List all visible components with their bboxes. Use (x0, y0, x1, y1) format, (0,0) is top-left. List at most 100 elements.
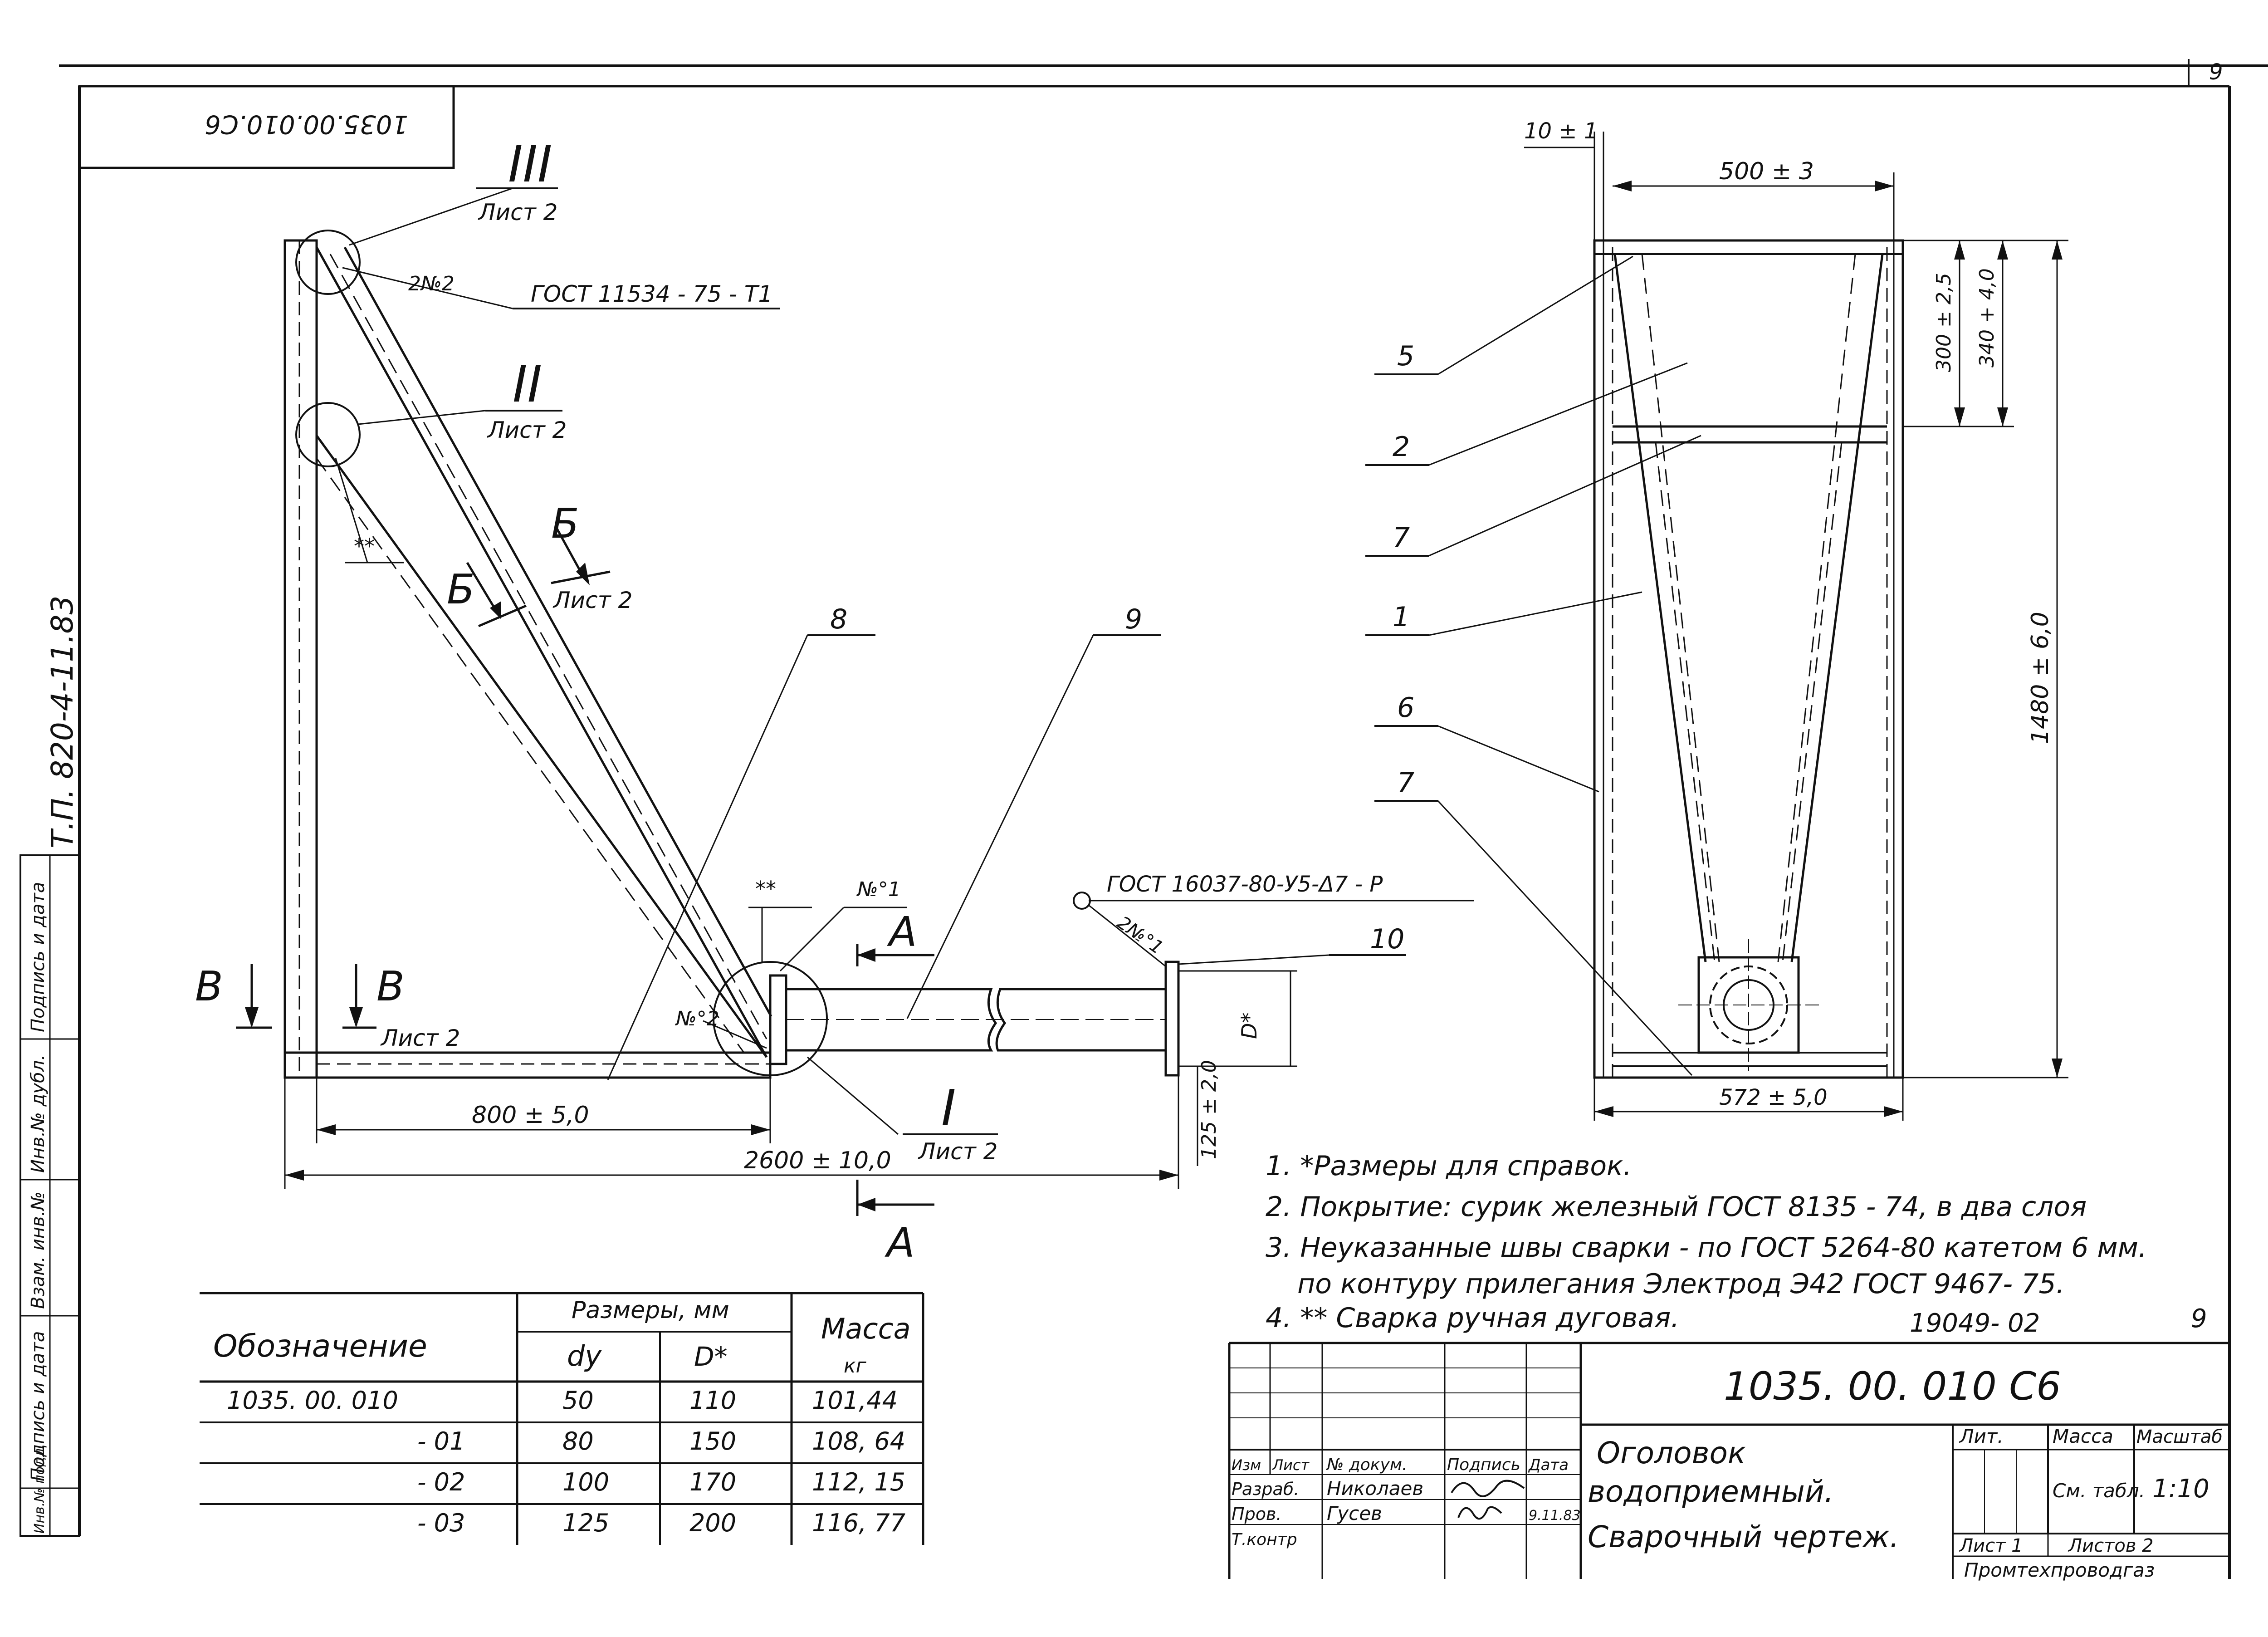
pos-7b: 7 (1397, 767, 1414, 799)
table-cell-mass: 112, 15 (812, 1468, 905, 1496)
table-col-d: D* (694, 1341, 728, 1372)
page-number: 9 (2209, 59, 2223, 85)
tb-sheet: Лист 1 (1959, 1535, 2023, 1556)
tb-mass-value: См. табл. (2053, 1480, 2145, 1502)
section-b-label: Б (551, 500, 579, 548)
note-ref-page: 9 (2191, 1304, 2207, 1333)
note-ref: 19049- 02 (1910, 1309, 2040, 1338)
section-v-sheet: Лист 2 (380, 1025, 460, 1051)
weld-2n2: 2№2 (408, 272, 455, 295)
table-cell-designation: - 02 (417, 1468, 465, 1496)
side-stamp-5: Инв.№ подл. (32, 1444, 48, 1534)
weld-n1: №°1 (856, 878, 901, 901)
section-a-bottom: А (885, 1219, 915, 1267)
section-b-sheet: Лист 2 (552, 587, 632, 613)
table-col-dy: dy (567, 1339, 602, 1372)
dim-125: 125 ± 2,0 (1198, 1060, 1221, 1159)
tb-role-tcontrol: Т.контр (1232, 1530, 1297, 1549)
front-view: D* (284, 230, 1297, 1079)
dim-300: 300 ± 2,5 (1932, 273, 1955, 372)
table-cell-d: 150 (689, 1427, 736, 1456)
table-cell-mass: 108, 64 (812, 1427, 905, 1456)
front-dimensions: 800 ± 5,0 2600 ± 10,0 125 ± 2,0 (284, 1060, 1221, 1189)
tb-mass: Масса (2053, 1425, 2113, 1447)
gost-top: ГОСТ 11534 - 75 - Т1 (531, 281, 772, 307)
table-cell-designation: 1035. 00. 010 (227, 1386, 398, 1415)
table-cell-dy: 125 (562, 1509, 609, 1537)
side-view (1593, 239, 1904, 1079)
table-cell-d: 170 (689, 1468, 736, 1496)
table-row: - 03 125 200 116, 77 (417, 1509, 905, 1537)
weld-n2: №°2 (675, 1007, 719, 1030)
tb-name-1: Оголовок (1597, 1436, 1746, 1470)
table-cell-dy: 50 (562, 1386, 594, 1415)
note-3: 3. Неуказанные швы сварки - по ГОСТ 5264… (1266, 1232, 2147, 1264)
pos-5: 5 (1397, 340, 1414, 372)
tb-person-dev: Николаев (1327, 1477, 1423, 1500)
callout-I: I (941, 1079, 956, 1137)
pos-9: 9 (1125, 603, 1142, 635)
tb-role-check: Пров. (1232, 1504, 1281, 1524)
note-2: 2. Покрытие: сурик железный ГОСТ 8135 - … (1266, 1191, 2087, 1223)
dim-500: 500 ± 3 (1719, 158, 1814, 185)
pos-6: 6 (1397, 692, 1414, 724)
side-stamp-2: Инв.№ дубл. (28, 1054, 49, 1173)
dim-1480: 1480 ± 6,0 (2027, 612, 2054, 744)
pos-8: 8 (830, 603, 847, 635)
table-col-designation: Обозначение (213, 1328, 427, 1364)
table-cell-mass: 101,44 (812, 1386, 898, 1415)
table-row: 1035. 00. 010 50 110 101,44 (227, 1386, 898, 1415)
section-v-left: В (195, 963, 223, 1010)
table-cell-d: 110 (689, 1386, 736, 1415)
notes: 1. *Размеры для справок. 2. Покрытие: су… (1266, 1150, 2207, 1338)
dim-340: 340 + 4,0 (1975, 268, 1999, 368)
dim-572: 572 ± 5,0 (1719, 1085, 1828, 1110)
table-row: - 01 80 150 108, 64 (417, 1427, 905, 1456)
tb-scale-value: 1:10 (2152, 1474, 2209, 1504)
tb-sheets: Листов 2 (2068, 1535, 2154, 1556)
signature-2 (1457, 1506, 1502, 1520)
section-a-top: А (887, 908, 917, 956)
tb-scale: Масштаб (2136, 1426, 2223, 1447)
note-4: 4. ** Сварка ручная дуговая. (1266, 1302, 1679, 1334)
table-cell-designation: - 01 (417, 1427, 465, 1456)
table-cell-dy: 100 (562, 1468, 609, 1496)
dim-10: 10 ± 1 (1524, 118, 1598, 144)
weld-2n1: 2№°1 (1113, 912, 1167, 959)
table-cell-d: 200 (689, 1509, 736, 1537)
side-dimensions: 10 ± 1 500 ± 3 300 ± 2,5 340 + 4,0 1480 … (1524, 118, 2068, 1121)
table-row: - 02 100 170 112, 15 (417, 1468, 905, 1496)
side-stamp-4: Подпись и дата (28, 1331, 49, 1481)
side-stamp: Подпись и дата Инв.№ дубл. Взам. инв.№ П… (20, 854, 80, 1537)
pos-7a: 7 (1393, 522, 1410, 554)
signature-1 (1451, 1480, 1525, 1497)
section-v-right: В (376, 963, 405, 1010)
table-col-sizes: Размеры, мм (572, 1297, 729, 1324)
pos-1: 1 (1393, 601, 1410, 633)
dim-800: 800 ± 5,0 (472, 1102, 589, 1129)
tb-name-3: Сварочный чертеж. (1588, 1519, 1899, 1554)
side-stamp-3: Взам. инв.№ (28, 1191, 49, 1309)
tb-person-check: Гусев (1327, 1502, 1382, 1524)
table-cell-dy: 80 (562, 1427, 594, 1456)
callout-III: III (508, 135, 552, 193)
rotated-code: 1035.00.010.С6 (205, 109, 408, 139)
tb-date: 9.11.83 (1529, 1508, 1581, 1524)
size-table: Обозначение Размеры, мм dy D* Масса кг 1… (200, 1292, 924, 1545)
table-col-mass: Масса (821, 1312, 911, 1345)
callout-II-sheet: Лист 2 (487, 417, 567, 443)
tb-org: Промтехпроводгаз (1964, 1559, 2155, 1581)
note-3b: по контуру прилегания Электрод Э42 ГОСТ … (1297, 1268, 2065, 1300)
section-b-label-2: Б (447, 566, 475, 613)
callout-I-sheet: Лист 2 (918, 1138, 997, 1165)
tb-lit: Лит. (1959, 1425, 2004, 1447)
dstar-label: D* (1237, 1013, 1261, 1039)
tb-name-2: водоприемный. (1588, 1474, 1834, 1509)
title-block: Изм Лист № докум. Подпись Дата Разраб. П… (1228, 1342, 2229, 1581)
side-code: Т.П. 820-4-11.83 (45, 596, 80, 848)
note-1: 1. *Размеры для справок. (1266, 1150, 1632, 1182)
tb-role-dev: Разраб. (1232, 1479, 1299, 1499)
table-cell-mass: 116, 77 (812, 1509, 905, 1537)
